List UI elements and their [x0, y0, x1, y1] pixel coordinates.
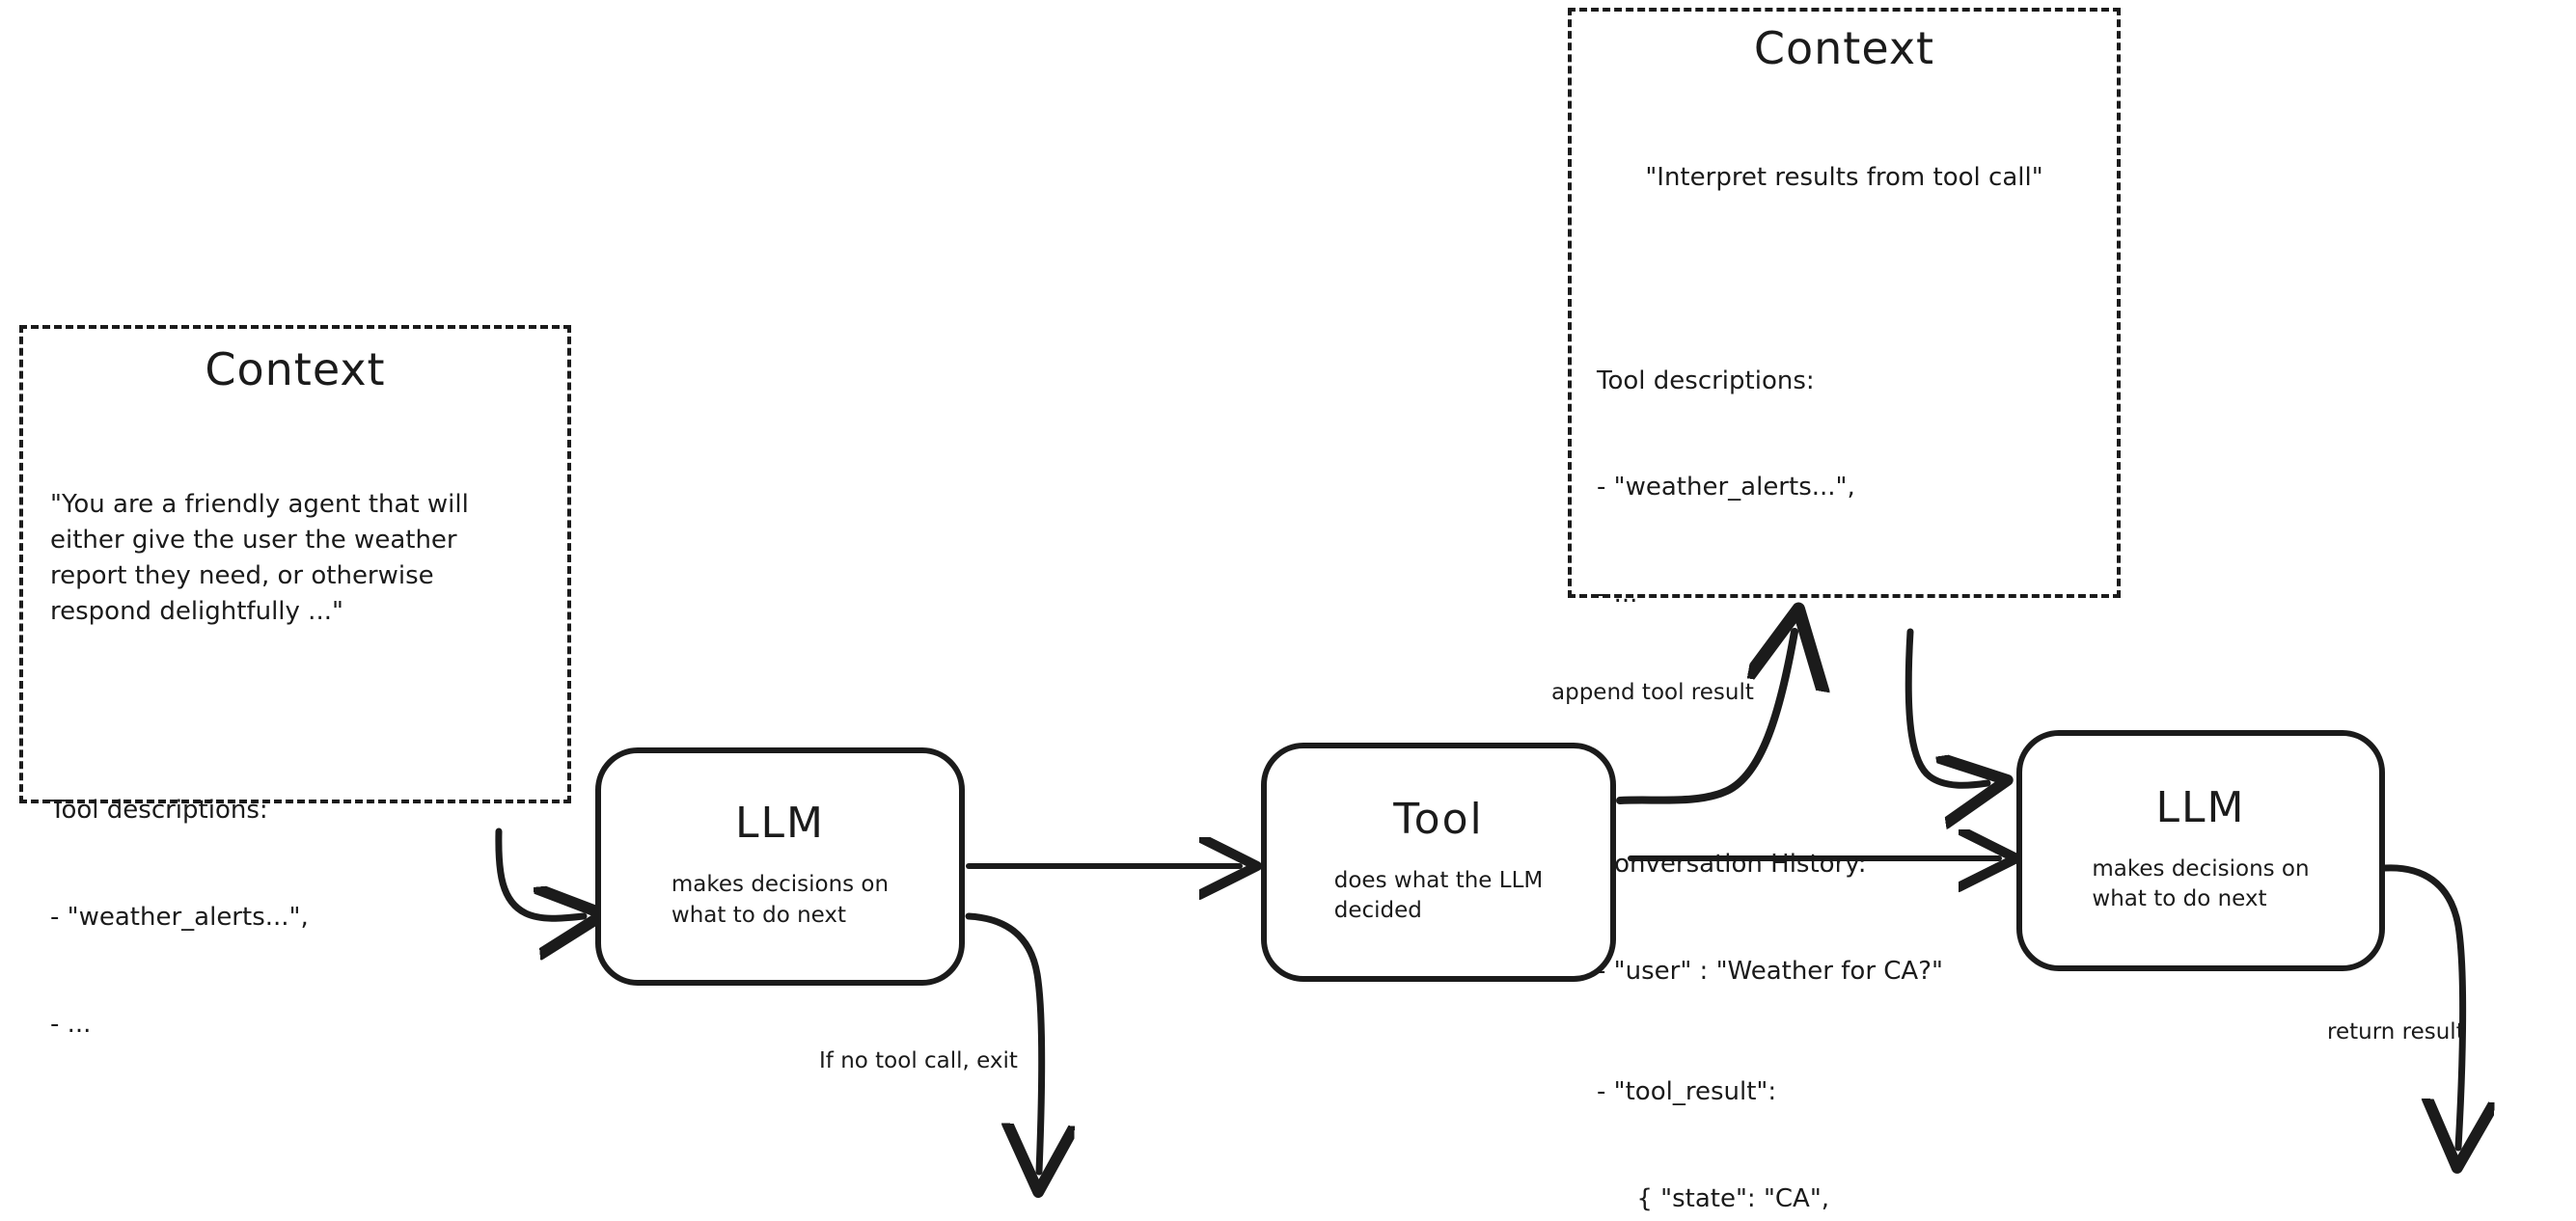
context-right-tool-descriptions: Tool descriptions: - "weather_alerts..."… — [1597, 292, 2092, 684]
context-right-conversation: Conversation History: - "user" : "Weathe… — [1597, 776, 2092, 1221]
context-left-conversation: Conversation History: - "user" : "Weathe… — [50, 1206, 540, 1221]
context-left-body: "You are a friendly agent that will eith… — [50, 416, 540, 1221]
edge-label-append-tool-result: append tool result — [1551, 680, 1754, 705]
context-right-system-prompt: "Interpret results from tool call" — [1645, 163, 2043, 193]
context-right-tool-result-line-1: { "state": "CA", — [1597, 1183, 1830, 1213]
context-right-tool-result-label: - "tool_result": — [1597, 1076, 1777, 1106]
context-right-conversation-heading: Conversation History: — [1597, 850, 1867, 880]
context-left-tool-heading: Tool descriptions: — [50, 796, 268, 826]
node-tool-subtitle: does what the LLM decided — [1333, 867, 1544, 923]
context-left-title: Context — [205, 343, 386, 395]
context-left-tool-item-2: - ... — [50, 1009, 92, 1039]
context-box-right: Context "Interpret results from tool cal… — [1568, 8, 2121, 1213]
context-right-tool-heading: Tool descriptions: — [1597, 366, 1815, 395]
context-right-tool-item-2: - ... — [1597, 580, 1638, 610]
node-llm-right-title: LLM — [2155, 782, 2246, 832]
context-left-system-prompt: "You are a friendly agent that will eith… — [50, 490, 469, 626]
edge-label-return-result: return result — [2327, 1019, 2465, 1045]
arrow-return-result — [2381, 864, 2463, 1148]
edge-label-no-tool-call: If no tool call, exit — [819, 1048, 1018, 1073]
arrow-no-tool-call-exit — [965, 912, 1042, 1172]
context-right-tool-item-1: - "weather_alerts...", — [1597, 473, 1855, 502]
node-tool-title: Tool — [1393, 794, 1484, 844]
node-llm-left-title: LLM — [735, 799, 825, 849]
node-llm-right[interactable]: LLM makes decisions on what to do next — [2016, 730, 2385, 971]
context-right-body: "Interpret results from tool call" Tool … — [1597, 89, 2092, 1221]
context-left-tool-item-1: - "weather_alerts...", — [50, 903, 309, 933]
node-llm-left[interactable]: LLM makes decisions on what to do next — [595, 747, 965, 986]
node-llm-right-subtitle: makes decisions on what to do next — [2092, 855, 2310, 911]
context-box-left: Context "You are a friendly agent that w… — [19, 325, 571, 1039]
node-llm-left-subtitle: makes decisions on what to do next — [671, 872, 890, 928]
node-tool[interactable]: Tool does what the LLM decided — [1261, 743, 1616, 982]
context-right-title: Context — [1753, 22, 1935, 74]
context-left-tool-descriptions: Tool descriptions: - "weather_alerts..."… — [50, 722, 540, 1114]
context-right-conversation-item-1: - "user" : "Weather for CA?" — [1597, 957, 1943, 987]
